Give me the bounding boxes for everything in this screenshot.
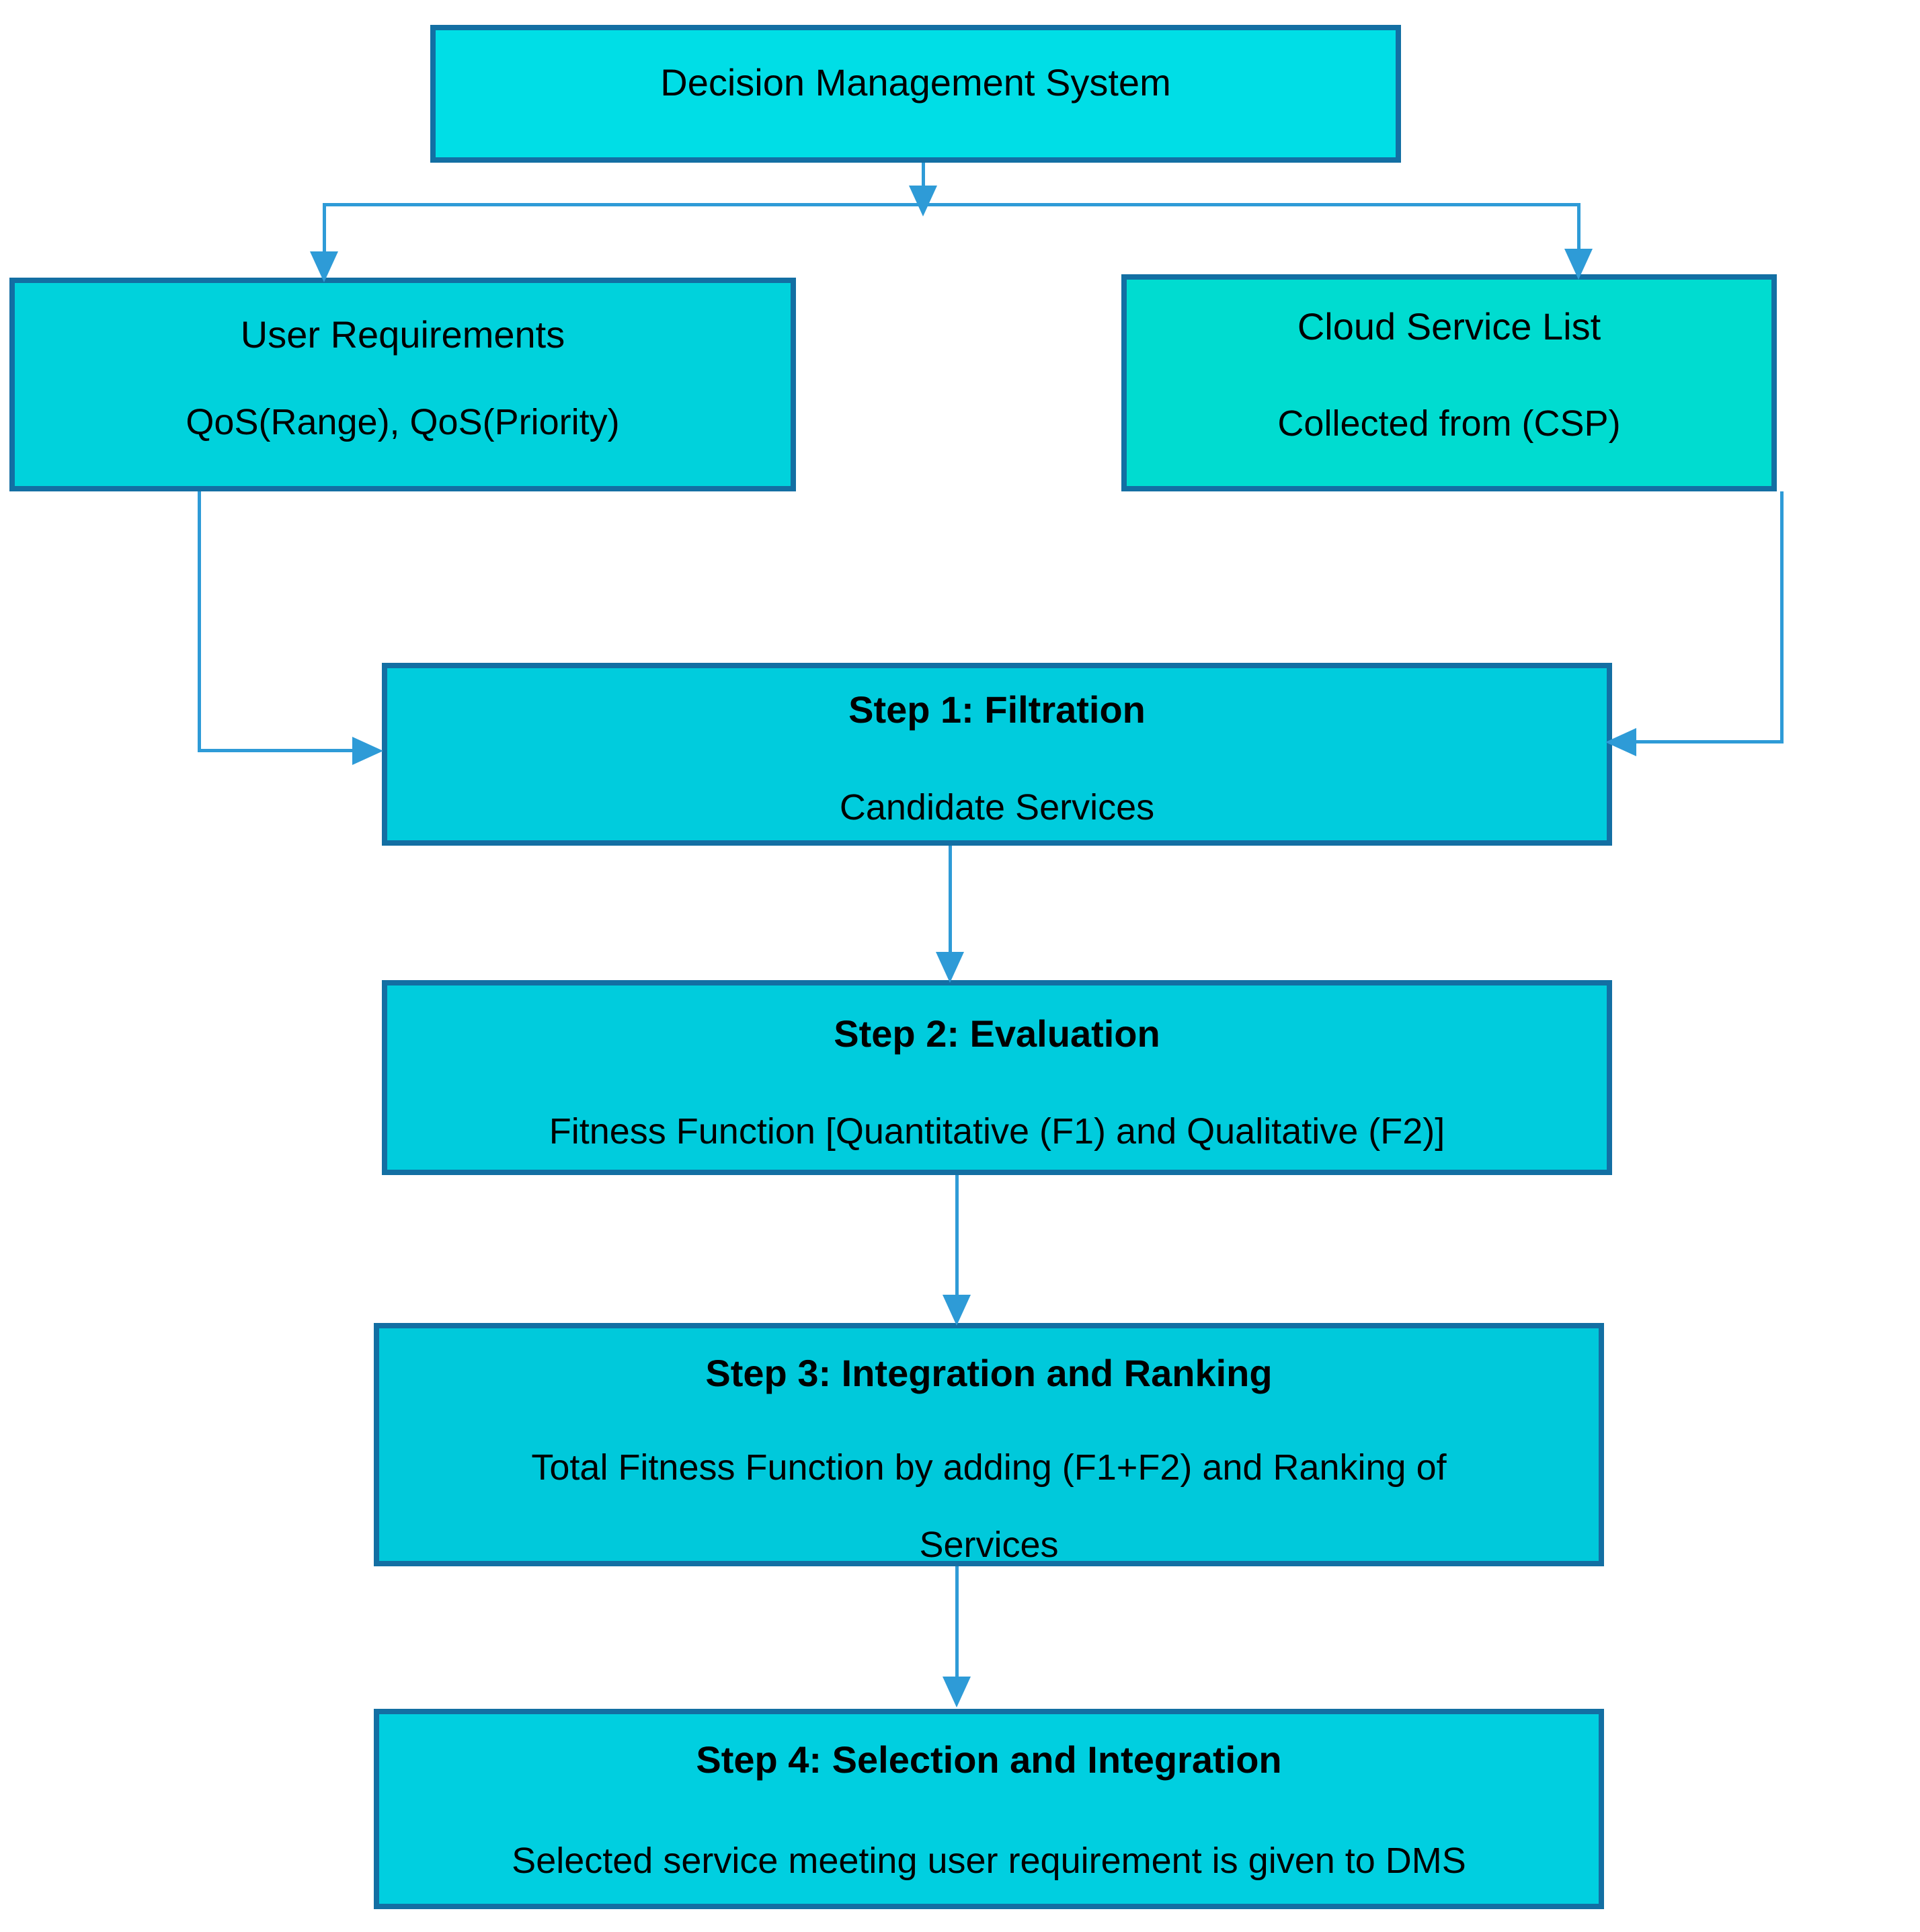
node-step2-evaluation: Step 2: Evaluation Fitness Function [Qua… [382,980,1612,1175]
connector-to-cloud-service-list [1577,203,1581,255]
node-subtitle: Fitness Function [Quantitative (F1) and … [549,1111,1445,1152]
node-subtitle: QoS(Range), QoS(Priority) [186,402,620,442]
arrow-left-icon [1605,728,1636,756]
arrow-down-icon [936,952,964,983]
connector-user-req-down [198,491,201,752]
node-title: User Requirements [240,313,565,356]
connector-split-bar [324,203,1580,206]
node-subtitle: Total Fitness Function by adding (F1+F2)… [531,1447,1447,1488]
connector-cloud-down [1780,491,1784,743]
arrow-down-icon [943,1677,971,1707]
node-step1-filtration: Step 1: Filtration Candidate Services [382,663,1612,846]
node-subtitle: Selected service meeting user requiremen… [512,1841,1466,1881]
arrow-down-icon [310,251,338,282]
node-subtitle-line2: Services [919,1525,1059,1565]
node-user-requirements: User Requirements QoS(Range), QoS(Priori… [9,278,796,491]
node-step3-integration-ranking: Step 3: Integration and Ranking Total Fi… [374,1323,1604,1566]
node-decision-management-system: Decision Management System [430,25,1401,163]
node-subtitle: Candidate Services [839,787,1155,828]
node-title: Step 2: Evaluation [834,1012,1160,1055]
connector-to-user-requirements [323,203,326,257]
connector-dms-stem [922,161,925,188]
connector-cloud-across [1635,740,1784,743]
node-subtitle: Collected from (CSP) [1277,403,1621,444]
node-title: Step 3: Integration and Ranking [705,1352,1273,1394]
node-title: Step 1: Filtration [848,688,1146,731]
arrow-down-icon [943,1295,971,1326]
connector-step3-step4 [955,1566,959,1679]
connector-step2-step3 [955,1175,959,1297]
node-cloud-service-list: Cloud Service List Collected from (CSP) [1121,274,1777,491]
node-step4-selection-integration: Step 4: Selection and Integration Select… [374,1709,1604,1909]
arrow-down-icon [909,186,937,216]
connector-user-req-across [198,749,354,752]
arrow-right-icon [352,737,383,765]
arrow-down-icon [1564,249,1593,280]
node-title: Cloud Service List [1297,305,1601,348]
node-title: Decision Management System [660,61,1171,104]
node-title: Step 4: Selection and Integration [696,1738,1282,1781]
connector-step1-step2 [949,846,952,955]
